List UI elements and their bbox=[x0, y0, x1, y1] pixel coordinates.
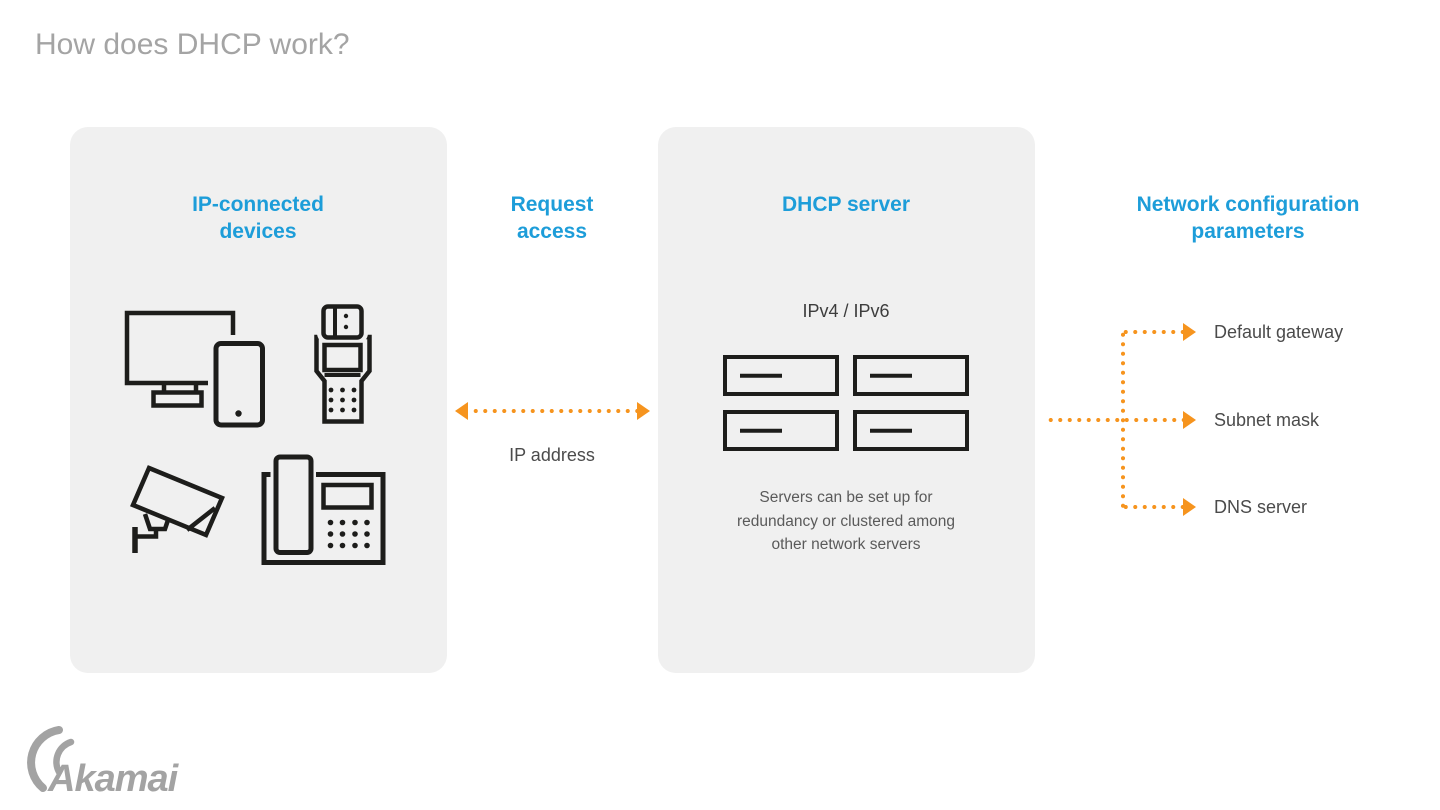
payment-terminal-icon bbox=[314, 300, 372, 424]
double-dotted-arrow-icon bbox=[471, 409, 637, 413]
logo-text: Akamai bbox=[47, 758, 180, 800]
monitor-and-smartphone-icon bbox=[124, 310, 265, 428]
security-camera-icon bbox=[130, 465, 225, 553]
ip-address-label: IP address bbox=[509, 445, 595, 465]
network-param-subnet-mask: Subnet mask bbox=[1214, 410, 1320, 430]
dhcp-server-panel bbox=[658, 127, 1035, 673]
double-dotted-arrow-right-icon bbox=[637, 402, 650, 420]
dhcp-heading: DHCP server bbox=[781, 193, 911, 216]
branch-arrowhead-icon bbox=[1183, 498, 1196, 516]
network-param-default-gateway: Default gateway bbox=[1214, 322, 1344, 342]
server-rack bbox=[723, 355, 969, 451]
server-unit-icon bbox=[723, 410, 839, 451]
page-title: How does DHCP work? bbox=[35, 28, 350, 61]
desk-phone-icon bbox=[261, 451, 386, 565]
server-unit-icon bbox=[853, 355, 969, 396]
devices-heading: IP-connected devices bbox=[192, 193, 324, 243]
server-unit-icon bbox=[723, 355, 839, 396]
akamai-logo: Akamai bbox=[27, 726, 181, 800]
branch-dotted-line bbox=[1121, 505, 1183, 509]
server-caption: Servers can be set up for redundancy or … bbox=[737, 489, 955, 553]
network-param-dns-server: DNS server bbox=[1214, 497, 1308, 517]
branch-dotted-line bbox=[1046, 418, 1183, 422]
server-unit-icon bbox=[853, 410, 969, 451]
branch-arrowhead-icon bbox=[1183, 323, 1196, 341]
request-access-heading: Request access bbox=[510, 193, 594, 243]
branch-dotted-line-vertical bbox=[1121, 330, 1125, 511]
logo-swoosh-outer-icon bbox=[27, 726, 63, 792]
network-params-heading: Network configuration parameters bbox=[1136, 193, 1360, 243]
double-dotted-arrow-left-icon bbox=[455, 402, 468, 420]
protocols-label: IPv4 / IPv6 bbox=[802, 301, 890, 321]
logo-swoosh-inner-icon bbox=[53, 738, 75, 776]
branch-arrowhead-icon bbox=[1183, 411, 1196, 429]
branch-dotted-line bbox=[1121, 330, 1183, 334]
